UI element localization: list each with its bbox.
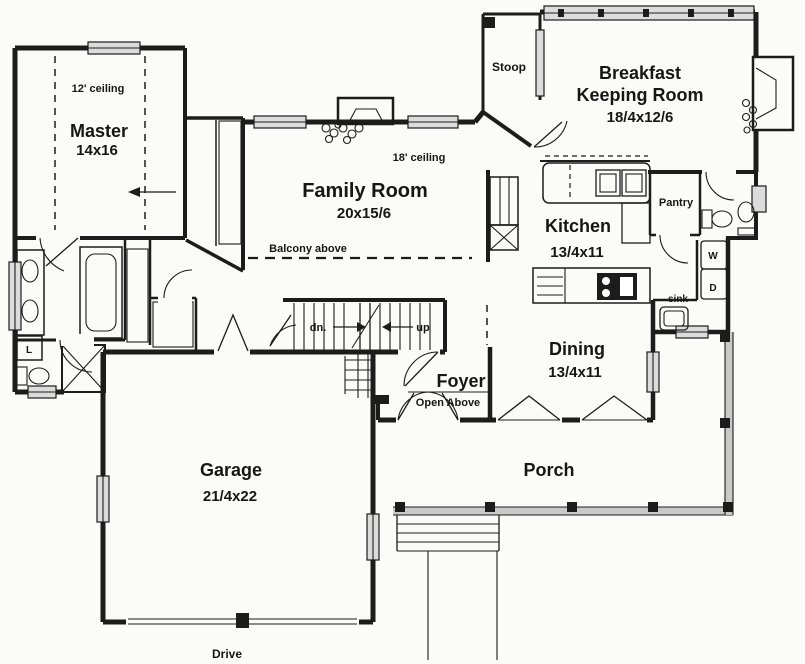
- door-arc: [659, 234, 689, 264]
- breakfast-size-label: 18/4x12/6: [607, 109, 674, 126]
- toilet-fixture: [28, 367, 50, 385]
- family-size-label: 20x15/6: [337, 205, 391, 222]
- kitchen-sink-icon: [621, 169, 647, 197]
- door-leaves: [217, 313, 249, 352]
- porch-columns: [395, 332, 733, 512]
- door-arc: [59, 339, 93, 373]
- dashed-lines: [54, 56, 488, 393]
- drive-label: Drive: [212, 647, 242, 661]
- door-arc: [705, 171, 735, 201]
- door-arc: [39, 237, 65, 272]
- kitchen-island: [532, 267, 651, 304]
- stoop-window: [535, 29, 545, 97]
- open-above-label: Open Above: [416, 397, 480, 409]
- dryer-label: D: [709, 283, 716, 294]
- french-door: [581, 395, 648, 421]
- toilet-fixture: [711, 210, 733, 228]
- master-closet: [215, 120, 242, 246]
- door-arc: [163, 269, 193, 299]
- walkin-closet-hatch: [126, 248, 149, 343]
- stairs-down-label: dn.: [310, 322, 327, 334]
- breakfast-label-2: Keeping Room: [576, 85, 703, 105]
- bathtub-fixture: [79, 246, 123, 339]
- garage-size-label: 21/4x22: [203, 488, 257, 505]
- foyer-label: Foyer: [436, 371, 485, 391]
- kitchen-size-label: 13/4x11: [550, 244, 603, 261]
- hearth-stones: [321, 121, 364, 145]
- kitchen-fixtures: [532, 155, 689, 331]
- arrow-left-icon: [382, 322, 391, 332]
- laundry: [700, 240, 728, 300]
- dining-size-label: 13/4x11: [548, 364, 601, 381]
- master-ceiling-label: 12' ceiling: [72, 83, 125, 95]
- family-room-fireplace: [321, 96, 395, 145]
- master-size-label: 14x16: [76, 142, 118, 159]
- closet-hatch: [152, 301, 194, 348]
- porch-structure: [393, 332, 734, 660]
- window: [751, 185, 767, 213]
- master-bath: [16, 246, 194, 393]
- windows: [8, 5, 767, 561]
- dryer-box: [700, 268, 728, 300]
- toilet-tank: [701, 209, 713, 229]
- toilet-tank: [16, 366, 28, 386]
- kitchen-label: Kitchen: [545, 216, 611, 236]
- porch-steps: [396, 515, 500, 660]
- vanity-sink-icon: [21, 259, 39, 283]
- doors: [36, 166, 736, 426]
- stoop-label: Stoop: [492, 60, 526, 74]
- breakfast-label-1: Breakfast: [599, 63, 681, 83]
- prep-sink-icon: [659, 306, 689, 331]
- powder-room: [701, 201, 757, 236]
- breakfast-window-wall: [543, 5, 755, 21]
- dining-label: Dining: [549, 339, 605, 359]
- arrow-right-icon: [357, 322, 366, 332]
- family-ceiling-label: 18' ceiling: [393, 152, 446, 164]
- linen-label: L: [26, 345, 32, 356]
- master-room-label: Master: [70, 121, 128, 141]
- door-arc: [403, 351, 439, 387]
- garage-label: Garage: [200, 460, 262, 480]
- arrow-left-icon: [128, 187, 140, 197]
- linen-closet: [16, 335, 43, 361]
- stoop-door-arc: [533, 120, 568, 148]
- stoop-post: [484, 17, 495, 28]
- family-room-label: Family Room: [302, 180, 428, 202]
- sink-label: sink: [668, 294, 688, 305]
- kitchen-counter: [542, 162, 651, 204]
- stoop: [481, 12, 568, 148]
- stairs-up-label: up: [416, 322, 430, 334]
- vanity-sink-icon: [21, 299, 39, 323]
- door-arc: [269, 324, 297, 347]
- washer-label: W: [708, 251, 718, 262]
- garage-door: [126, 613, 359, 629]
- room-labels: 12' ceiling Master 14x16 18' ceiling Fam…: [26, 60, 718, 661]
- family-room-builtin: [489, 176, 519, 251]
- porch-label: Porch: [523, 460, 574, 480]
- breakfast-fireplace: [741, 55, 795, 134]
- balcony-note-label: Balcony above: [269, 243, 347, 255]
- stairs: [293, 303, 431, 404]
- french-door: [497, 395, 561, 421]
- pantry-label: Pantry: [659, 197, 694, 209]
- kitchen-sink-icon: [595, 169, 621, 197]
- powder-sink-icon: [737, 201, 755, 223]
